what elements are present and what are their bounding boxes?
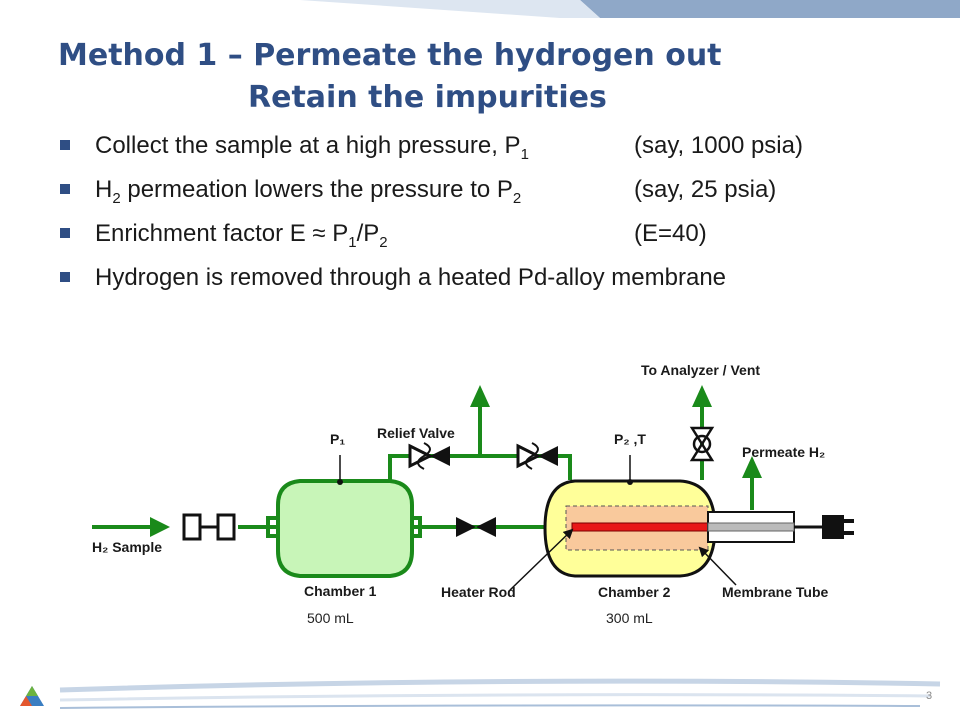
bullet-text: H (95, 176, 113, 203)
bullet-text-cont: /P (356, 220, 380, 247)
bullet-note: (E=40) (634, 220, 707, 247)
relief-arrow-icon (470, 385, 490, 407)
logo-icon (20, 686, 44, 706)
footer-swoosh-3 (59, 704, 921, 709)
bullet-subscript-2: 2 (379, 233, 388, 251)
footer-swoosh-2 (59, 693, 931, 702)
page-number: 3 (926, 690, 933, 702)
bullet-note: (say, 1000 psia) (634, 132, 803, 159)
label-membrane-tube: Membrane Tube (722, 584, 829, 600)
label-permeate: Permeate H₂ (742, 444, 825, 460)
bullet-item: Hydrogen is removed through a heated Pd-… (58, 256, 918, 300)
bullet-text: Collect the sample at a high pressure, P (95, 132, 521, 159)
permeate-arrow-icon (742, 456, 762, 478)
header-band-light (300, 0, 600, 18)
bullet-list: Collect the sample at a high pressure, P… (58, 124, 918, 300)
bullet-note: (say, 25 psia) (634, 176, 777, 203)
header-band-dark (580, 0, 960, 18)
vent-valve-icon (689, 426, 715, 462)
bullet-item: Collect the sample at a high pressure, P… (58, 124, 918, 168)
inlet-arrow-icon (150, 517, 170, 537)
inlet-fitting-icon (182, 513, 236, 541)
label-to-analyzer: To Analyzer / Vent (641, 362, 760, 378)
relief-valve-1-icon (408, 442, 450, 470)
label-heater-rod: Heater Rod (441, 584, 516, 600)
title-line-2: Retain the impurities (248, 80, 607, 115)
bullet-square-icon (60, 228, 70, 238)
label-relief-valve: Relief Valve (377, 425, 455, 441)
label-h2-sample: H₂ Sample (92, 539, 162, 555)
title-line-1: Method 1 – Permeate the hydrogen out (58, 38, 722, 73)
label-volume-2: 300 mL (606, 610, 653, 626)
vent-arrow-icon (692, 385, 712, 407)
relief-valve-2-icon (516, 442, 558, 470)
heater-rod-pointer (509, 528, 574, 591)
bullet-subscript: 2 (112, 189, 121, 207)
label-chamber-1: Chamber 1 (304, 583, 377, 599)
label-p2-t: P₂ ,T (614, 431, 646, 447)
bullet-square-icon (60, 140, 70, 150)
bullet-subscript: 1 (520, 145, 529, 163)
bullet-text-cont: permeation lowers the pressure to P (120, 176, 513, 203)
label-volume-1: 500 mL (307, 610, 354, 626)
footer-swoosh (59, 678, 941, 693)
valve-inlet-icon (456, 517, 496, 537)
chamber-1 (266, 455, 422, 578)
label-p1: P₁ (330, 431, 345, 447)
bullet-subscript: 1 (348, 233, 357, 251)
plug-icon (822, 515, 844, 539)
bullet-item: Enrichment factor E ≈ P1/P2 (E=40) (58, 212, 918, 256)
bullet-subscript-2: 2 (512, 189, 522, 207)
chamber-2 (543, 455, 717, 578)
bullet-text: Enrichment factor E ≈ P (95, 220, 349, 247)
bullet-text: Hydrogen is removed through a heated Pd-… (95, 264, 727, 291)
bullet-square-icon (60, 184, 70, 194)
bullet-item: H2 permeation lowers the pressure to P2 … (58, 168, 918, 212)
membrane-tube (707, 511, 854, 543)
label-chamber-2: Chamber 2 (598, 584, 671, 600)
membrane-tube-pointer (698, 546, 737, 586)
bullet-square-icon (60, 272, 70, 282)
